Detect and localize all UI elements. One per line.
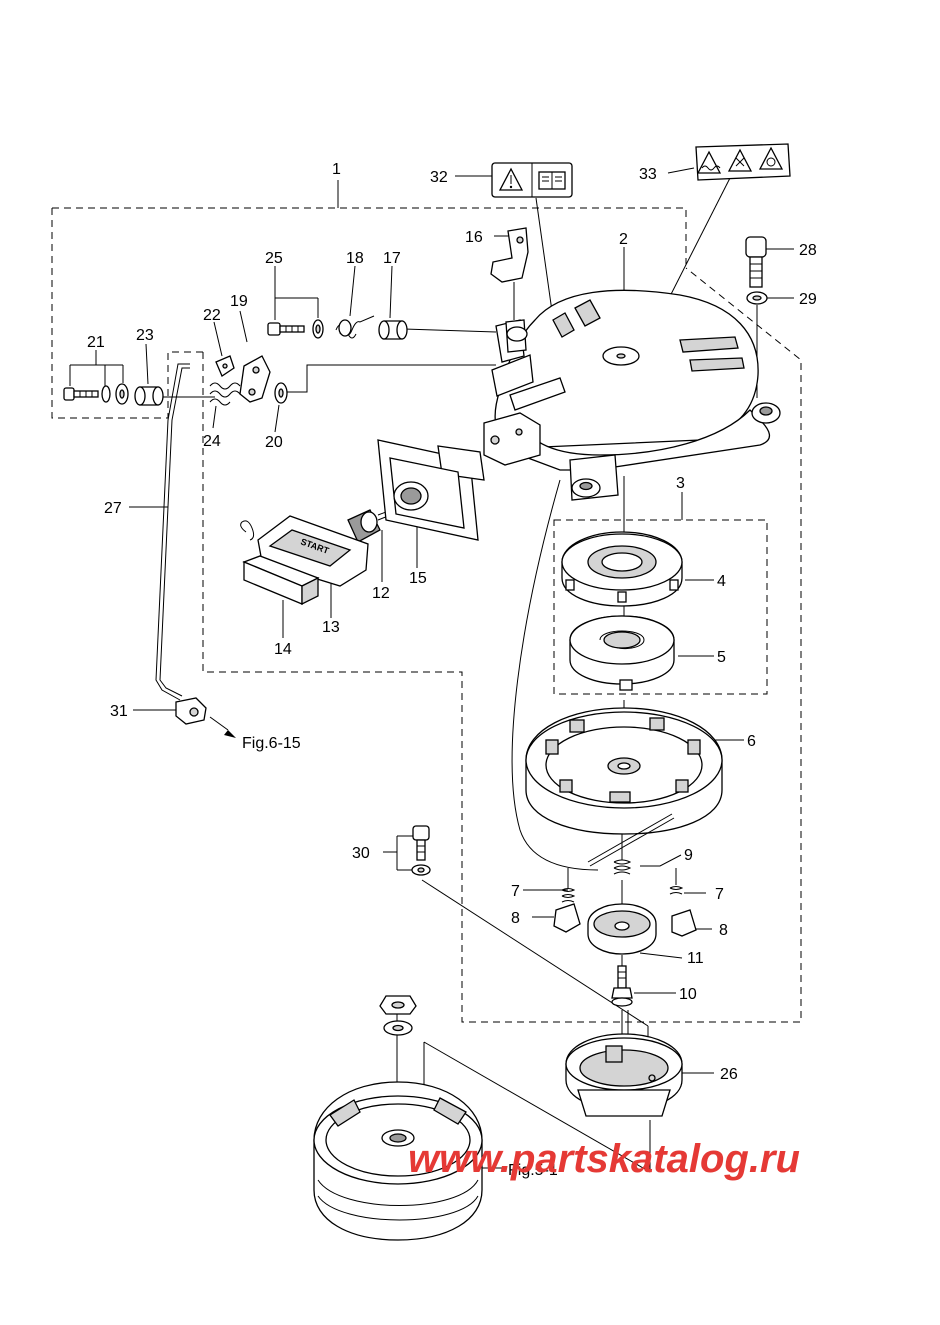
rod-27 [155, 363, 190, 701]
collar-17 [378, 320, 408, 340]
plate-4 [561, 531, 683, 607]
callout-5: 5 [717, 649, 726, 666]
ref-fig-6-15[interactable]: Fig.6-15 [242, 735, 301, 752]
callout-29: 29 [799, 291, 817, 308]
callout-22: 22 [203, 307, 221, 324]
caution-label-32 [491, 162, 573, 198]
bolt-30 [411, 825, 431, 876]
callout-33: 33 [639, 166, 657, 183]
spring-7-right [669, 886, 684, 895]
flywheel-nut [379, 995, 417, 1015]
callout-3: 3 [676, 475, 685, 492]
callout-24: 24 [203, 433, 221, 450]
washer-20 [274, 382, 288, 404]
callout-labels: 1 2 3 4 5 6 7 7 8 8 9 10 11 12 13 14 15 … [87, 161, 817, 1083]
callout-25: 25 [265, 250, 283, 267]
friction-plate-11 [587, 903, 657, 955]
callout-30: 30 [352, 845, 370, 862]
callout-16: 16 [465, 229, 483, 246]
stopper-19 [239, 355, 271, 403]
bolt-10 [611, 965, 633, 1007]
callout-18: 18 [346, 250, 364, 267]
starter-case [483, 289, 781, 501]
clip-22 [215, 355, 235, 377]
callout-8-right: 8 [719, 922, 728, 939]
callout-26: 26 [720, 1066, 738, 1083]
callout-31: 31 [110, 703, 128, 720]
caution-label-33 [695, 143, 791, 181]
pawl-8-right [671, 909, 697, 937]
callout-11: 11 [687, 950, 704, 967]
figure-references: Fig.6-15 Fig.5-1 [242, 735, 558, 1179]
callout-20: 20 [265, 434, 283, 451]
assembly-3-boundary [553, 519, 768, 695]
screw-21 [63, 383, 129, 405]
spiral-spring-5 [569, 615, 675, 691]
reel-6 [525, 707, 723, 867]
callout-2: 2 [619, 231, 628, 248]
grommet-12 [347, 509, 381, 543]
callout-4: 4 [717, 573, 726, 590]
collar-23 [134, 386, 164, 406]
rope-guide-15 [377, 439, 485, 541]
starter-pulley-26 [565, 1033, 683, 1117]
handle-insert-14 [242, 555, 320, 606]
callout-7-left: 7 [511, 883, 520, 900]
callout-19: 19 [230, 293, 248, 310]
callout-17: 17 [383, 250, 401, 267]
flywheel-washer [383, 1020, 413, 1036]
bolt-28 [745, 236, 767, 288]
callout-21: 21 [87, 334, 105, 351]
callout-7-right: 7 [715, 886, 724, 903]
spring-7-left [561, 888, 576, 903]
spring-24 [209, 382, 241, 406]
ref-fig-5-1[interactable]: Fig.5-1 [508, 1162, 558, 1179]
callout-28: 28 [799, 242, 817, 259]
flywheel-reference [313, 1081, 483, 1241]
spring-18 [335, 315, 375, 339]
callout-1: 1 [332, 161, 341, 178]
clip-31 [175, 697, 207, 725]
callout-13: 13 [322, 619, 340, 636]
callout-12: 12 [372, 585, 390, 602]
callout-14: 14 [274, 641, 292, 658]
callout-32: 32 [430, 169, 448, 186]
washer-29 [746, 291, 768, 305]
callout-15: 15 [409, 570, 427, 587]
callout-10: 10 [679, 986, 697, 1003]
watermark-text: www.partskatalog.ru [408, 1137, 800, 1181]
callout-9: 9 [684, 847, 693, 864]
spring-9 [613, 859, 632, 875]
callout-8-left: 8 [511, 910, 520, 927]
screw-25 [267, 319, 324, 339]
callout-6: 6 [747, 733, 756, 750]
callout-23: 23 [136, 327, 154, 344]
pawl-8-left [553, 903, 581, 933]
lever-16 [490, 227, 529, 353]
callout-27: 27 [104, 500, 122, 517]
